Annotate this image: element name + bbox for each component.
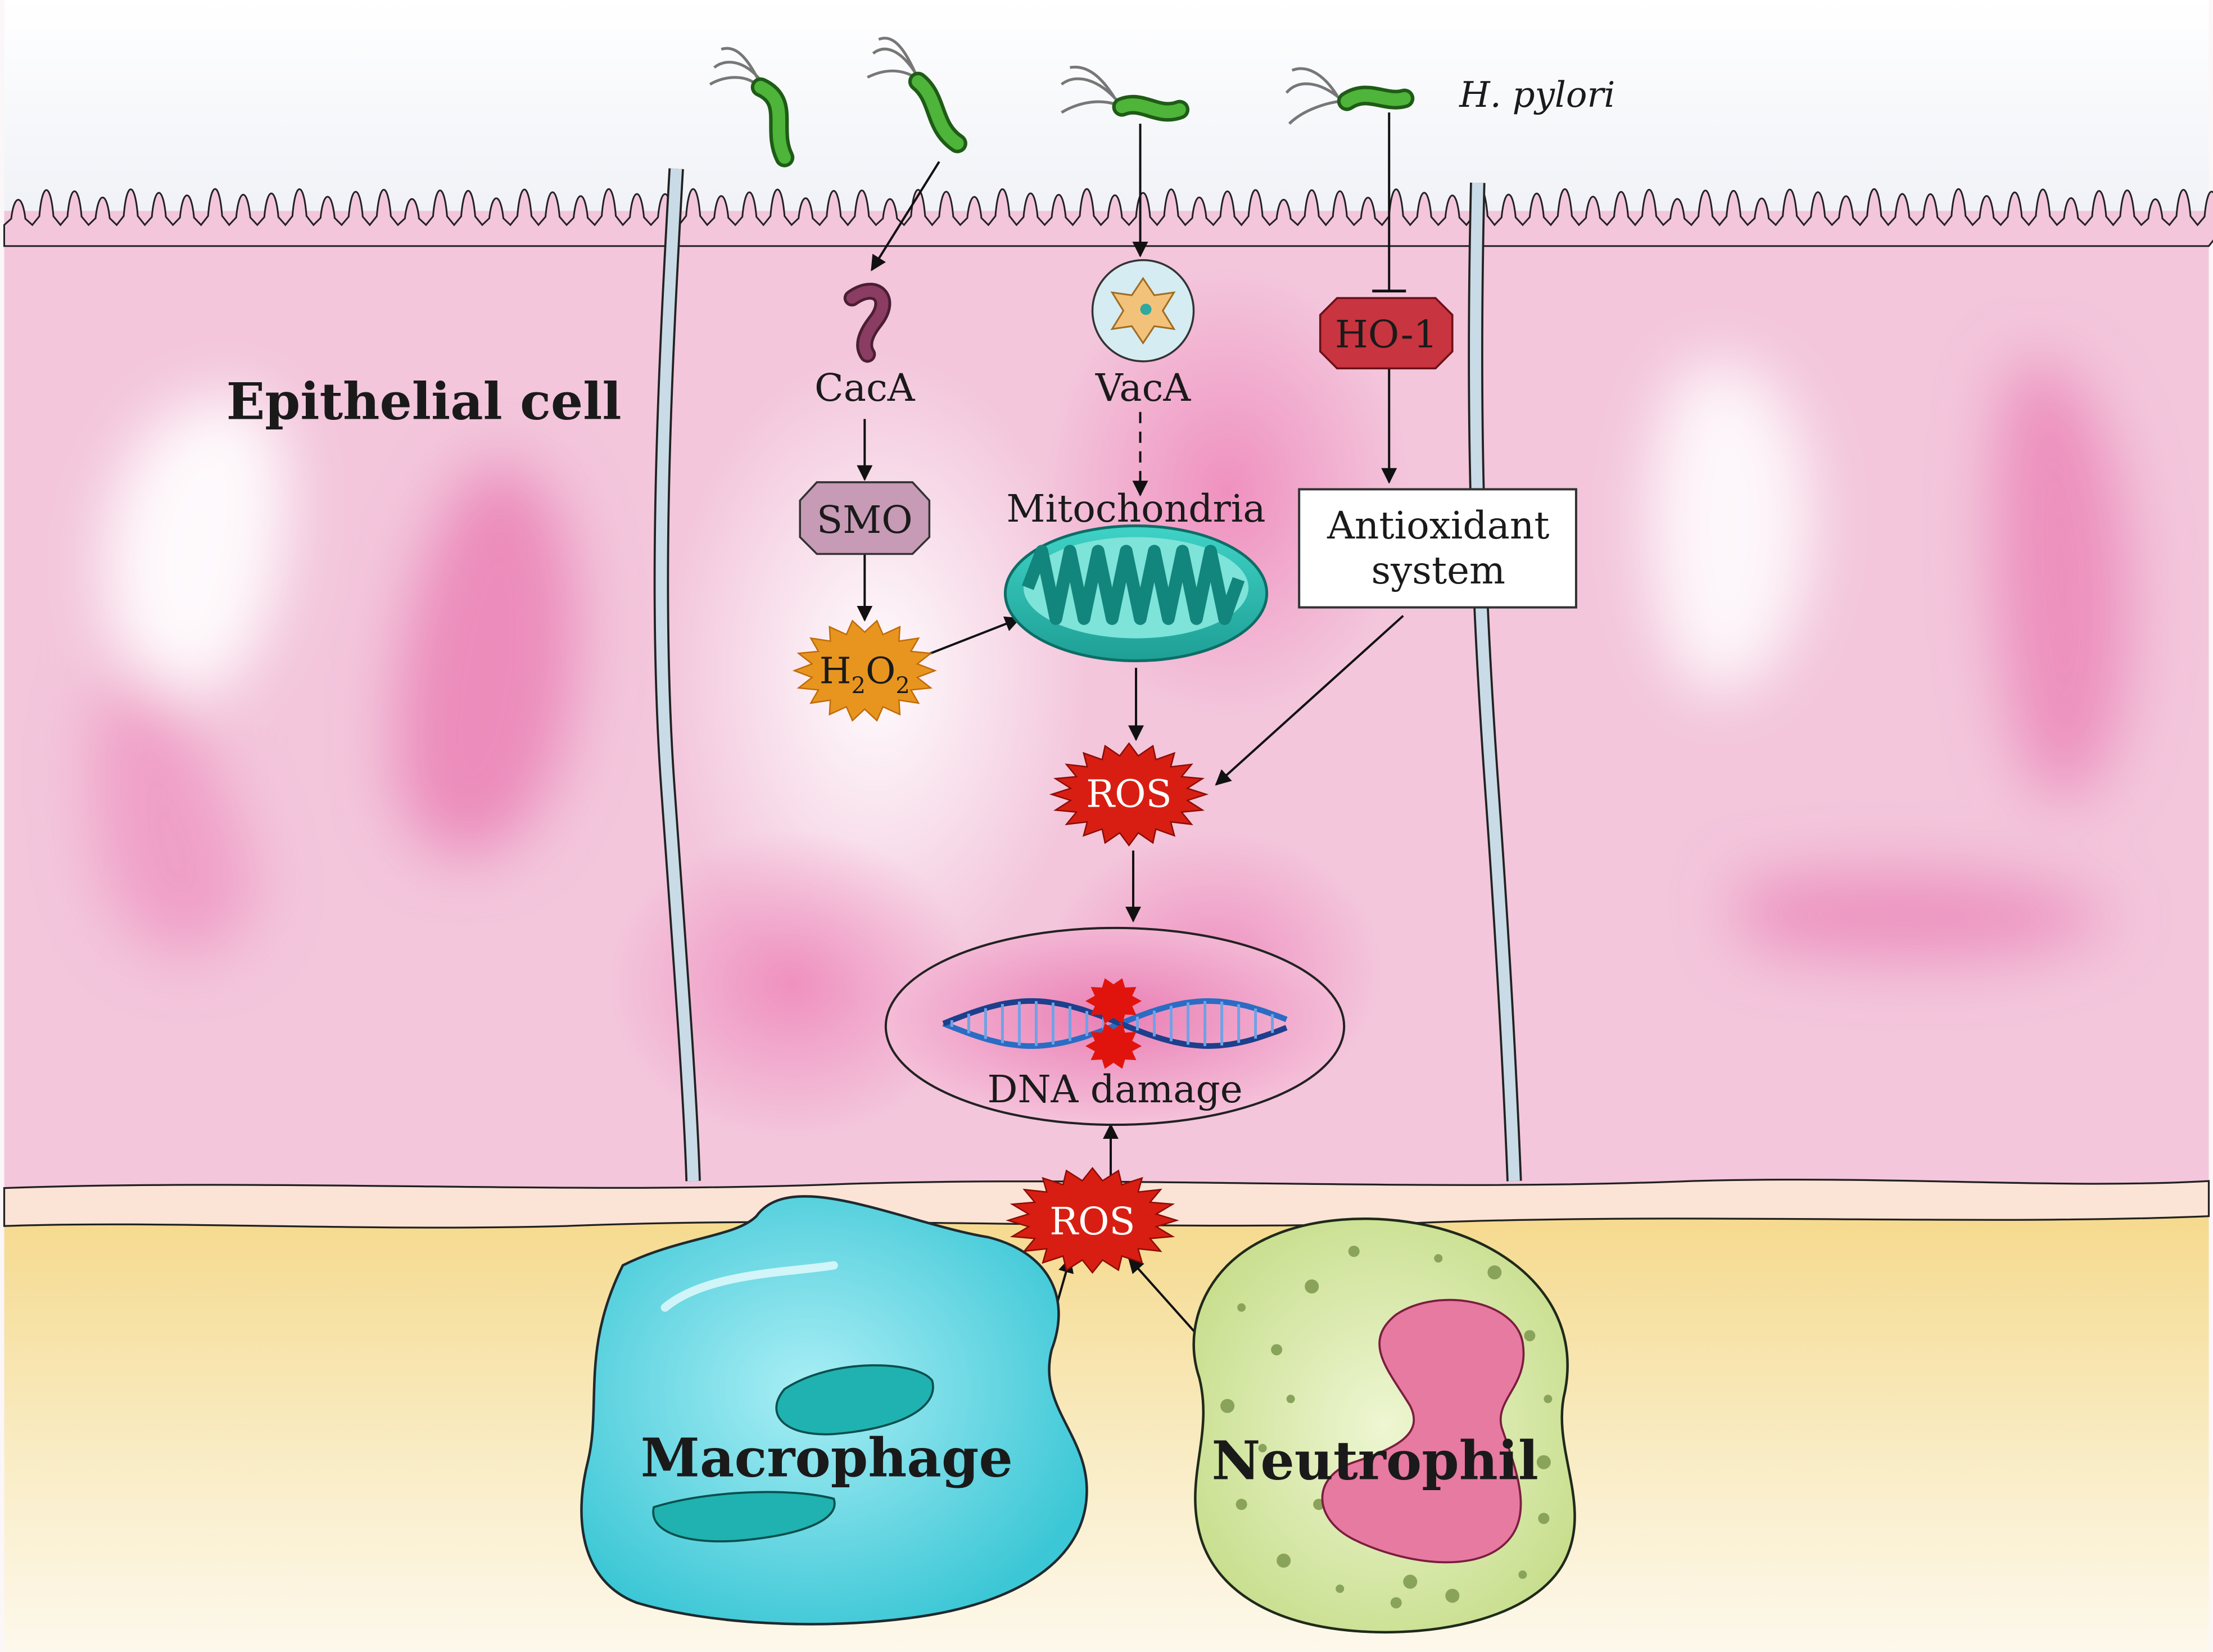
h2o2-label: H2O2: [820, 650, 910, 699]
neutrophil-nucleus: [1321, 1298, 1525, 1564]
ros-immune-label: ROS: [1049, 1199, 1135, 1243]
dna-helix-icon: [942, 998, 1288, 1049]
smo-octagon: [799, 481, 931, 555]
arrow-hpylori-to-caca: [871, 161, 940, 271]
neutrophil-label: Neutrophil: [1211, 1429, 1538, 1492]
antioxidant-label-line1: Antioxidant: [1327, 503, 1549, 547]
mitochondria-cristae: [1021, 545, 1245, 625]
dna-damage-burst-1: [1085, 978, 1142, 1024]
macrophage-label: Macrophage: [641, 1427, 1013, 1489]
vaca-label: VacA: [1095, 365, 1192, 410]
microvilli-border: [3, 188, 2213, 247]
arrow-h2o2-to-mitochondria: [929, 616, 1021, 655]
dna-damage-burst-2: [1085, 1023, 1142, 1069]
hpylori-bacterium-4: [1285, 67, 1415, 125]
dna-damage-label: DNA damage: [987, 1067, 1242, 1111]
macrophage-vesicle-2: [652, 1491, 836, 1542]
vaca-toxin-core: [1140, 304, 1152, 315]
hpylori-bacterium-3: [1060, 65, 1190, 122]
caca-label: CacA: [814, 365, 916, 410]
smo-label: SMO: [817, 497, 913, 542]
epithelial-cell-label: Epithelial cell: [227, 372, 622, 431]
ho1-label: HO-1: [1335, 312, 1437, 356]
ho1-octagon: [1319, 297, 1454, 370]
hpylori-label: H. pylori: [1459, 74, 1615, 115]
ros-burst-immune: [1006, 1167, 1179, 1274]
mitochondria-label: Mitochondria: [1006, 486, 1265, 531]
side-cell-nuclei: [93, 361, 2130, 961]
lamina-propria: [4, 1209, 2209, 1652]
h2o2-burst: [792, 619, 937, 722]
arrow-antioxidant-to-ros: [1215, 615, 1404, 786]
ros-burst-cell: [1049, 742, 1209, 847]
cell-glow-pink-2: [609, 829, 975, 1139]
ros-cell-label: ROS: [1086, 772, 1171, 816]
antioxidant-label-line2: system: [1372, 548, 1506, 592]
macrophage-highlight: [660, 1261, 838, 1312]
neutrophil-cell: [1192, 1217, 1576, 1634]
macrophage-vesicle-1: [775, 1364, 934, 1436]
hpylori-bacterium-1: [709, 47, 795, 168]
antioxidant-system-box: [1298, 488, 1577, 609]
hpylori-bacterium-2: [867, 37, 967, 153]
